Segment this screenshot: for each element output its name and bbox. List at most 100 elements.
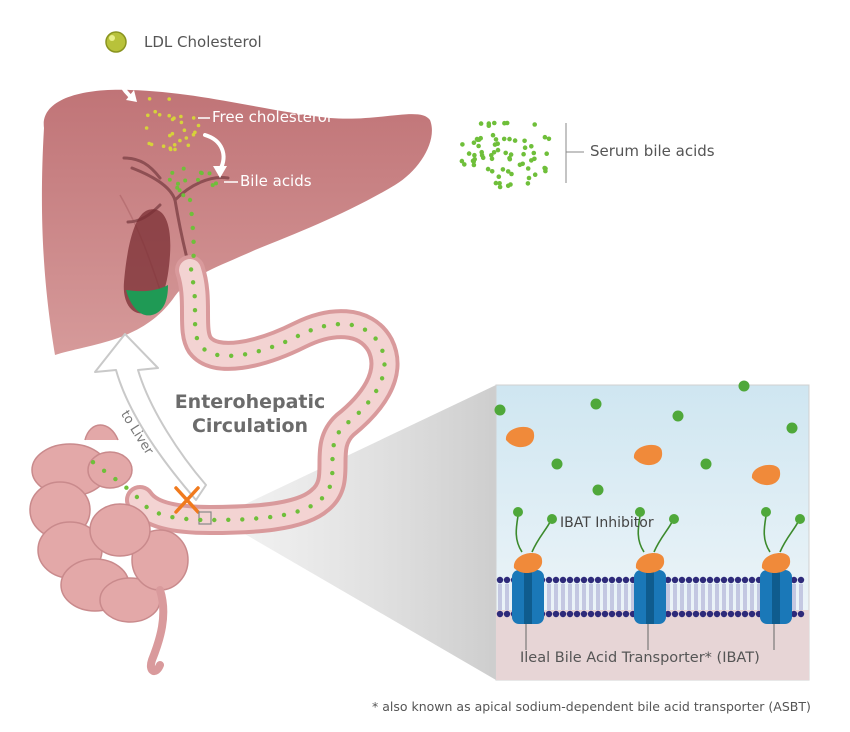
- intestine-bile-acid-dot: [321, 324, 327, 329]
- cholesterol-dot: [178, 138, 182, 143]
- bound-bile-acid: [795, 514, 805, 524]
- bile-acid-dots: [90, 97, 552, 523]
- serum-bile-acid-dot: [489, 156, 495, 162]
- serum-bile-acid-dot: [497, 181, 502, 186]
- intestine-bile-acid-dot: [240, 517, 245, 522]
- cholesterol-dot: [167, 97, 171, 101]
- serum-bile-acid-dot: [544, 151, 549, 156]
- serum-bile-acid-dot: [502, 120, 507, 126]
- ibat-inhibitor-label: IBAT Inhibitor: [560, 515, 654, 531]
- cholesterol-dot: [147, 97, 152, 101]
- serum-bile-acid-dot: [493, 137, 499, 142]
- intestine-bile-acid-dot: [134, 494, 140, 500]
- to-liver-arrow: [94, 333, 207, 501]
- block-x-icon: [174, 486, 200, 514]
- intestine-bile-acid-dot: [191, 239, 196, 244]
- serum-bile-acid-dot: [500, 167, 506, 172]
- cholesterol-dot: [157, 113, 162, 117]
- liver-bile-acid-dot: [177, 188, 182, 193]
- inhibitor-linker: [531, 521, 551, 553]
- bound-bile-acid: [635, 507, 645, 517]
- lumen-bile-acid: [592, 484, 604, 496]
- bound-bile-acid: [513, 507, 523, 517]
- intestine-bile-acid-dot: [242, 352, 248, 357]
- lipid-head: [741, 610, 749, 618]
- liver-bile-acid-dot: [170, 170, 175, 175]
- lipid-head: [615, 576, 623, 584]
- lipid-head: [552, 576, 560, 584]
- serum-bile-acid-dot: [512, 138, 518, 143]
- lipid-head: [692, 610, 700, 618]
- lumen-bile-acid: [786, 422, 798, 434]
- cholesterol-dot: [144, 126, 149, 130]
- intestine-bile-acid-dot: [281, 512, 287, 518]
- cholesterol-dot: [173, 147, 177, 152]
- ibat-inhibitor-molecule: [635, 553, 665, 574]
- intestine-bile-acid-dot: [192, 322, 198, 327]
- intestine-bile-acid-dot: [192, 308, 198, 313]
- intestine-bile-acid-dot: [190, 225, 195, 231]
- cholesterol-dot: [172, 143, 177, 147]
- liver-bile-acid-dot: [196, 177, 200, 182]
- intestine-bile-acid-dot: [144, 504, 149, 510]
- lumen-bile-acid: [590, 398, 602, 410]
- serum-bile-acid-dot: [472, 157, 478, 162]
- lipid-head: [685, 610, 693, 618]
- intestine-bile-acid-dot: [198, 517, 203, 523]
- serum-bile-acid-dot: [517, 162, 523, 168]
- inhibitor-linker: [637, 515, 645, 553]
- serum-bile-acid-dot: [532, 122, 537, 127]
- serum-bile-acid-dot: [525, 181, 531, 186]
- lipid-head: [552, 610, 560, 618]
- cholesterol-dot: [186, 143, 191, 148]
- intestine-bile-acid-dot: [101, 468, 107, 473]
- lipid-head: [573, 610, 581, 618]
- serum-bile-acid-dot: [503, 150, 509, 156]
- liver-bile-acid-dot: [214, 181, 218, 186]
- liver-bile-acid-dot: [167, 177, 172, 182]
- lipid-head: [622, 576, 630, 584]
- lipid-head: [601, 610, 609, 618]
- serum-bile-acid-dot: [495, 147, 501, 153]
- cholesterol-dot: [161, 144, 166, 148]
- lipid-head: [748, 576, 756, 584]
- transporter-channel: [524, 570, 532, 624]
- serum-bile-acid-dot: [462, 162, 467, 167]
- ibat-inhibitor-molecule: [513, 553, 543, 574]
- cholesterol-dot: [196, 123, 201, 128]
- lipid-head: [713, 576, 721, 584]
- bound-bile-acid: [669, 514, 679, 524]
- title-line-2: Circulation: [191, 415, 309, 437]
- intestine-bile-acid-dot: [308, 504, 313, 509]
- intestine-bile-acid-dot: [295, 509, 300, 514]
- lumen-bile-acid: [700, 458, 712, 470]
- liver-bile-acid-dot: [181, 166, 186, 171]
- ibat-transporters: [494, 380, 805, 650]
- intestine-bile-acid-dot: [295, 333, 301, 339]
- lipid-head: [797, 610, 805, 618]
- lumen-bile-acid: [738, 380, 750, 392]
- intestine-bile-acid-dot: [113, 476, 118, 482]
- gallbladder: [123, 209, 171, 314]
- intestine-bile-acid-dot: [170, 515, 175, 520]
- lipid-head: [559, 576, 567, 584]
- serum-bile-acid-dot: [507, 136, 512, 142]
- intestine-bile-acid-dot: [212, 517, 217, 523]
- inhibitor-linker: [515, 515, 523, 553]
- serum-bile-acid-dot: [492, 142, 498, 147]
- lipid-head: [608, 576, 616, 584]
- lipid-head: [713, 610, 721, 618]
- ibat-label: Ileal Bile Acid Transporter* (IBAT): [520, 650, 760, 666]
- cholesterol-dot: [149, 142, 154, 147]
- liver-bile-acid-dot: [199, 171, 204, 176]
- lipid-head: [790, 610, 798, 618]
- serum-bile-acid-dot: [508, 152, 514, 157]
- serum-bile-acid-dot: [505, 169, 511, 174]
- intestine-bile-acid-dot: [191, 253, 196, 258]
- colon: [29, 443, 189, 623]
- lumen-bile-acid: [494, 404, 506, 416]
- serum-bile-acid-dot: [529, 144, 534, 149]
- serum-bile-acid-dot: [522, 145, 528, 150]
- serum-bile-acid-dot: [491, 150, 497, 155]
- serum-bile-acid-dot: [492, 120, 497, 126]
